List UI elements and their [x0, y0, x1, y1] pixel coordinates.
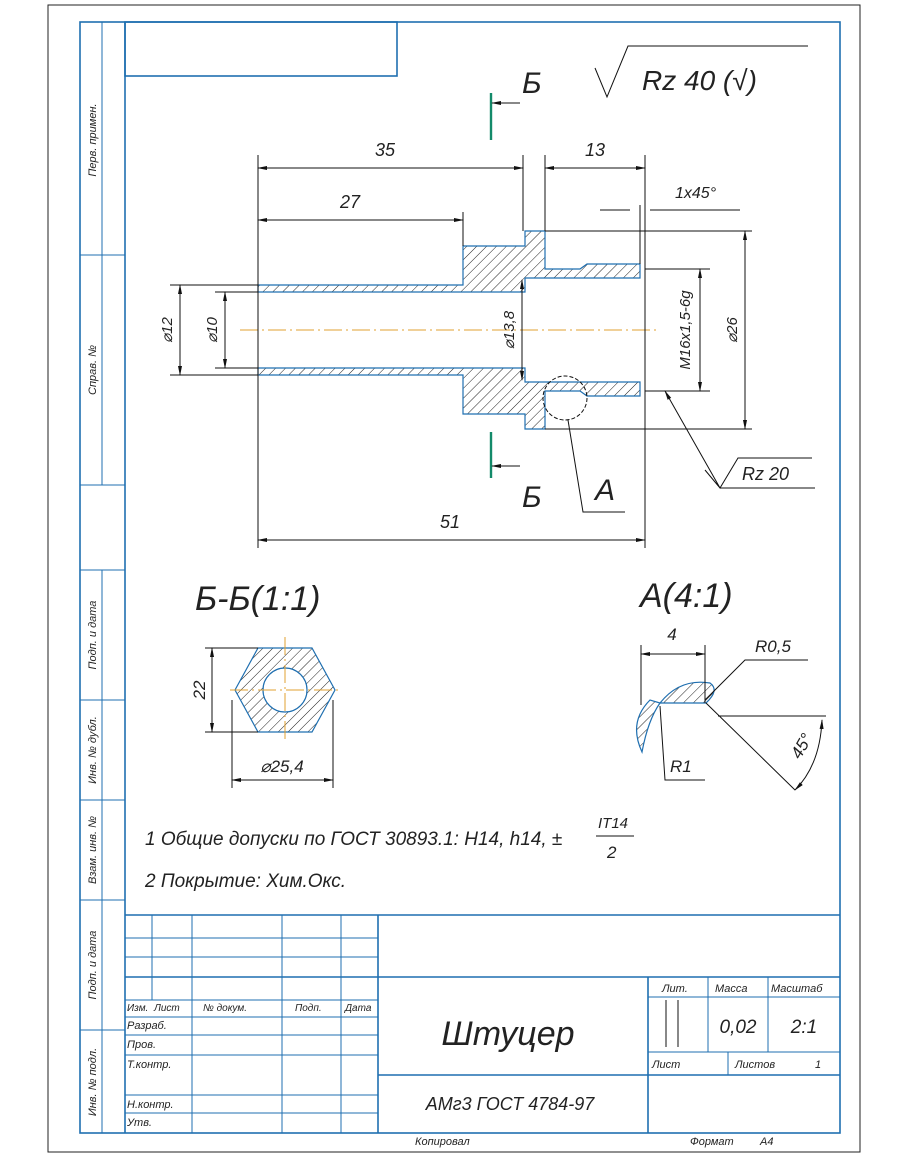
dim-22: 22 [190, 680, 209, 700]
detail-title: A(4:1) [638, 577, 733, 615]
technical-notes: 1 Общие допуски по ГОСТ 30893.1: H14, h1… [144, 815, 634, 892]
dim-51: 51 [440, 512, 460, 532]
mass-value: 0,02 [720, 1017, 757, 1038]
section-label-top: Б [522, 67, 542, 100]
dim-chamfer: 1x45° [675, 185, 717, 202]
strip-label: Инв. № дубл. [87, 716, 99, 784]
outer-border [47, 4, 861, 1153]
svg-text:Rz 40 (√): Rz 40 (√) [642, 65, 757, 96]
dim-thread: M16x1,5-6g [677, 290, 694, 370]
tb-role: Т.контр. [127, 1059, 171, 1071]
strip-label: Справ. № [87, 345, 99, 395]
general-roughness: Rz 40 (√) [594, 45, 808, 99]
strip-label: Подп. и дата [87, 601, 99, 670]
detail-r05: R0,5 [755, 637, 791, 656]
scale-value: 2:1 [790, 1017, 817, 1038]
tb-header: № докум. [203, 1003, 247, 1014]
dim-27: 27 [339, 192, 361, 212]
section-view: Б-Б(1:1) 22 ⌀25,4 [190, 580, 342, 788]
tb-header: Дата [344, 1003, 372, 1014]
mass-label: Масса [715, 983, 748, 995]
detail-view: A(4:1) 4 R0,5 R1 45° [635, 577, 826, 791]
title-block: Изм. Лист № докум. Подп. Дата Разраб. Пр… [125, 914, 840, 1148]
dim-dia25-4: ⌀25,4 [260, 757, 303, 776]
part-name: Штуцер [441, 1015, 574, 1053]
tb-header: Лист [153, 1003, 180, 1014]
note-fraction-num: IT14 [598, 815, 628, 832]
strip-label: Инв. № подл. [87, 1048, 99, 1116]
part-section-top [257, 230, 641, 293]
top-left-box [124, 21, 398, 77]
part-section-bottom [257, 367, 641, 430]
detail-r1: R1 [670, 757, 692, 776]
detail-a-label: A [593, 474, 615, 507]
format-value: A4 [759, 1136, 773, 1148]
note-1: 1 Общие допуски по ГОСТ 30893.1: H14, h1… [145, 829, 562, 850]
dim-dia12: ⌀12 [159, 316, 176, 342]
dim-dia13-8: ⌀13,8 [501, 310, 518, 349]
strip-label: Перв. примен. [87, 103, 99, 176]
material: АМг3 ГОСТ 4784-97 [425, 1094, 596, 1114]
dim-35: 35 [375, 140, 396, 160]
note-2: 2 Покрытие: Хим.Окс. [144, 871, 346, 892]
main-view: 35 27 13 51 1x45° ⌀12 ⌀10 ⌀13,8 M16x1,5-… [159, 67, 815, 548]
tb-role: Н.контр. [127, 1099, 174, 1111]
scale-label: Масштаб [771, 983, 823, 995]
tb-role: Утв. [126, 1117, 152, 1129]
dim-13: 13 [585, 140, 605, 160]
section-label-bottom: Б [522, 481, 542, 514]
sheets-value: 1 [815, 1059, 821, 1071]
drawing-frame [79, 21, 841, 1134]
side-strip: Перв. примен. Справ. № Подп. и дата Инв.… [80, 103, 125, 1116]
rz20-label: Rz 20 [742, 464, 789, 484]
sheet-label: Лист [651, 1059, 680, 1071]
tb-header: Изм. [127, 1003, 148, 1014]
tb-role: Пров. [127, 1039, 156, 1051]
copied-label: Копировал [415, 1136, 470, 1148]
sheets-label: Листов [734, 1059, 775, 1071]
detail-angle: 45° [787, 730, 816, 762]
strip-label: Подп. и дата [87, 931, 99, 1000]
detail-dim-4: 4 [667, 625, 676, 644]
tb-header: Подп. [295, 1003, 322, 1014]
detail-a-circle [542, 375, 588, 421]
format-label: Формат [690, 1136, 734, 1148]
dim-dia26: ⌀26 [724, 316, 741, 342]
strip-label: Взам. инв. № [87, 816, 99, 884]
note-fraction-den: 2 [606, 843, 617, 862]
section-title: Б-Б(1:1) [195, 580, 321, 618]
lit-label: Лит. [661, 983, 688, 995]
tb-role: Разраб. [127, 1020, 167, 1032]
dim-dia10: ⌀10 [204, 316, 221, 342]
